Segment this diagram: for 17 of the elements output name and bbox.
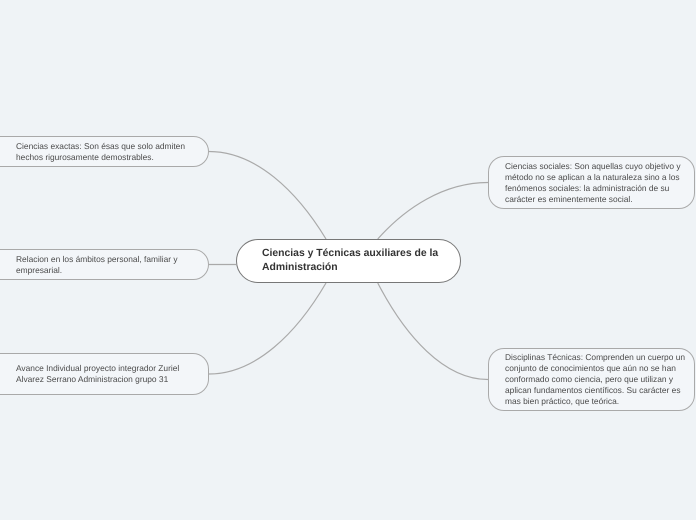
topic-text: Disciplinas Técnicas: Comprenden un cuerpo un conjunto de conocimientos que aún no se han conformado como ciencia, pero que utilizan y aplican fundamentos científicos. Su carácter es mas bien práctico, que teórica. [505, 352, 686, 407]
connector-line [209, 264, 236, 266]
topic-box [488, 348, 695, 411]
topic-box [0, 353, 209, 395]
topic-text: Ciencias sociales: Son aquellas cuyo objetivo y método no se aplican a la naturaleza sino a los fenómenos sociales: la administración de su carácter es eminentemente social. [505, 160, 682, 204]
central-topic-box [236, 239, 461, 283]
topic-text: Avance Individual proyecto integrador Zuriel Alvarez Serrano Administracion grupo 31 [16, 363, 180, 385]
topic-text: Ciencias exactas: Son ésas que solo admiten hechos rigurosamente demostrables. [16, 140, 186, 162]
topic-box [0, 249, 209, 280]
connector-line [377, 282, 488, 380]
topic-box [0, 136, 209, 167]
connector-line [208, 150, 326, 240]
connector-line [208, 282, 327, 375]
connector-line [377, 182, 488, 240]
topic-text: Relacion en los ámbitos personal, familiar y empresarial. [16, 254, 179, 276]
central-topic-text: Ciencias y Técnicas auxiliares de la Administración [262, 247, 440, 275]
topic-box [488, 156, 695, 209]
